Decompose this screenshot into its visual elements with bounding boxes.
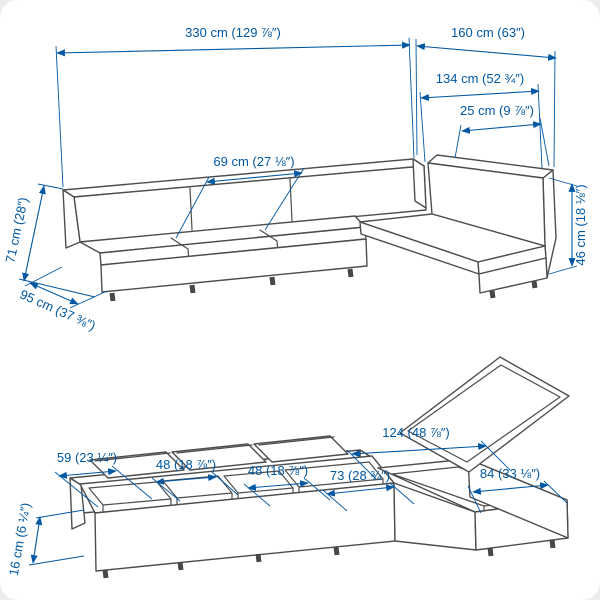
backrest-seams <box>189 178 293 231</box>
backrest-right-cap <box>412 158 427 209</box>
label-sofa-depth: 95 cm (37 ⅜″) <box>18 287 98 334</box>
label-chaise-cushion-length: 134 cm (52 ¾″) <box>436 71 524 86</box>
top-sofa-drawing <box>62 154 557 302</box>
dim-storage-1: 59 (23 ¼″) <box>54 450 153 508</box>
label-storage-4: 73 (28 ¾″) <box>330 468 390 483</box>
label-storage-2: 48 (18 ⅞″) <box>156 457 216 472</box>
top-dimensions: 330 cm (129 ⅞″) 160 cm (63″) 134 cm (52 … <box>2 25 588 333</box>
label-chaise-storage-length: 124 (48 ⅞″) <box>382 425 449 440</box>
dim-storage-2: 48 (18 ⅞″) <box>151 457 239 502</box>
dim-storage-4: 73 (28 ¾″) <box>322 468 415 512</box>
base-front-face <box>100 238 368 293</box>
label-seat-height: 46 cm (18 ⅛″) <box>573 184 588 265</box>
sofa-feet <box>102 539 556 579</box>
dim-seat-height: 46 cm (18 ⅛″) <box>548 177 588 275</box>
dim-sofa-depth: 95 cm (37 ⅜″) <box>18 266 108 334</box>
dim-chaise-total-depth: 160 cm (63″) <box>415 25 557 168</box>
bottom-view: 124 (48 ⅞″) 59 (23 ¼″) 48 (18 ⅞″) 48 (18… <box>6 356 570 579</box>
sofa-feet <box>109 268 538 302</box>
label-chaise-storage-width: 84 (33 ⅛″) <box>480 466 540 481</box>
dim-chaise-storage-width: 84 (33 ⅛″) <box>467 466 568 514</box>
dim-end-cushion-thickness: 25 cm (9 ⅞″) <box>454 103 550 167</box>
dim-chaise-storage-length: 124 (48 ⅞″) <box>346 425 511 480</box>
label-storage-inner-depth: 16 cm (6 ¼″) <box>6 501 34 576</box>
dim-seat-cushion-width: 69 cm (27 ⅛″) <box>175 154 305 239</box>
label-total-width: 330 cm (129 ⅞″) <box>185 25 281 40</box>
bottom-sofa-drawing <box>69 356 570 579</box>
top-view: 330 cm (129 ⅞″) 160 cm (63″) 134 cm (52 … <box>2 25 588 333</box>
label-total-height: 71 cm (28″) <box>2 196 31 264</box>
label-end-cushion-thickness: 25 cm (9 ⅞″) <box>460 103 534 118</box>
label-seat-cushion-width: 69 cm (27 ⅛″) <box>213 154 294 169</box>
dim-chaise-cushion-length: 134 cm (52 ¾″) <box>419 71 543 169</box>
label-chaise-total-depth: 160 cm (63″) <box>451 25 525 40</box>
label-storage-3: 48 (18 ⅞″) <box>248 463 308 478</box>
chaise-base-front <box>478 257 548 294</box>
dim-storage-3: 48 (18 ⅞″) <box>243 463 331 507</box>
raised-chaise-lid <box>399 356 570 473</box>
label-storage-1: 59 (23 ¼″) <box>57 450 117 465</box>
dim-total-width: 330 cm (129 ⅞″) <box>55 25 415 188</box>
